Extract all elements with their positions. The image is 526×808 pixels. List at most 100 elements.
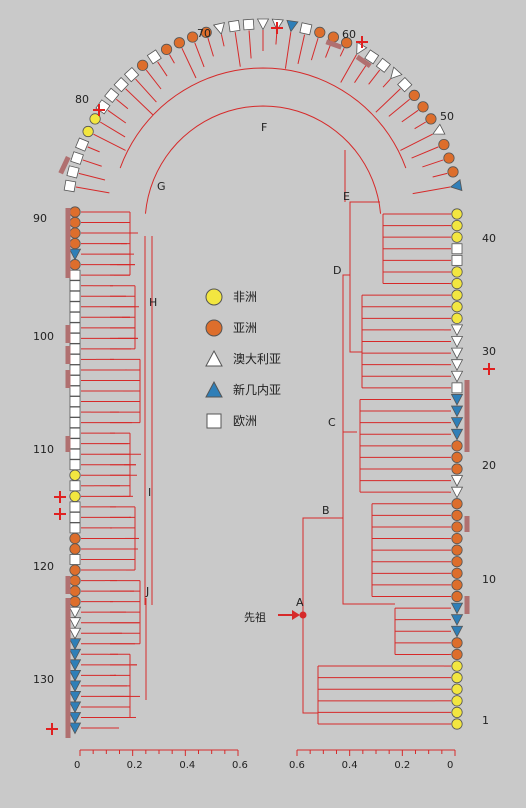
left-axis-tick-label: 0 [74,760,80,771]
new-guinea-marker [68,691,82,703]
europe-marker [69,448,81,460]
leaf-index-label: 10 [482,573,496,586]
node-label: C [328,416,336,429]
australia-marker [390,66,403,80]
africa-marker [451,706,463,719]
europe-marker [69,396,81,407]
europe-marker [397,76,413,93]
asia-marker [69,564,81,576]
australia-marker [450,486,464,499]
asia-marker [69,543,81,555]
node-d-branch [349,275,362,353]
left-axis-tick-label: 0.4 [179,760,195,771]
leaf-index-label: 90 [33,212,47,225]
asia-marker [69,585,81,597]
asia-marker [451,590,463,603]
node-label: E [343,190,350,203]
highlight-bar [65,598,71,738]
arc-leaf-branch [234,31,241,67]
asia-marker [451,498,463,510]
new-guinea-marker [68,712,82,724]
asia-marker [69,237,81,250]
legend-label: 亚洲 [233,321,257,335]
legend-label: 新几内亚 [233,382,281,397]
europe-marker [69,438,81,450]
africa-marker [69,469,81,481]
arc-sub-branch [119,67,407,169]
asia-marker [451,532,463,545]
highlight-bar [464,380,470,440]
europe-marker [69,280,81,292]
europe-marker [63,179,77,193]
europe-marker [113,76,129,93]
europe-marker [69,301,81,313]
new-guinea-marker [450,625,464,638]
arc-leaf-branch [99,121,126,138]
europe-marker [69,269,81,281]
europe-marker [451,382,463,394]
arc-leaf-branch [414,121,427,130]
europe-marker [451,254,463,266]
legend-swatch [205,288,223,306]
asia-marker [69,574,81,587]
ancestor-node [299,611,307,619]
highlight-bar [65,346,71,364]
asia-marker [451,556,463,568]
asia-marker [451,637,463,649]
arc-leaf-branch [87,146,100,153]
highlight-bar [464,596,470,614]
highlight-bar [355,54,372,69]
new-guinea-marker [68,701,82,714]
europe-marker [69,364,81,376]
australia-marker [450,475,464,487]
left-axis-tick-label: 0.2 [127,760,143,771]
australia-marker [450,370,464,383]
highlight-bar [58,155,71,175]
europe-marker [69,375,81,386]
highlight-bar [65,576,71,594]
new-guinea-marker [450,428,464,441]
asia-marker [69,259,81,271]
leaf-index-label: 80 [75,93,89,106]
europe-marker [69,290,81,302]
africa-marker [451,231,463,243]
asia-marker [451,579,463,591]
arc-leaf-branch [181,47,197,79]
new-guinea-marker [68,648,82,661]
australia-marker [450,359,464,372]
arc-leaf-branch [248,30,252,59]
europe-marker [75,137,90,152]
europe-marker [299,22,313,36]
legend-swatch [206,413,222,429]
arc-leaf-branch [157,61,168,77]
arc-leaf-branch [388,98,410,117]
africa-marker [451,695,463,707]
arc-leaf-branch [400,133,433,151]
asia-marker [451,451,463,464]
highlight-bar [65,208,71,278]
node-label: F [261,121,267,134]
europe-marker [66,165,80,179]
asia-marker [438,138,450,151]
leaf-index-label: 40 [482,232,496,245]
australia-marker [256,18,270,31]
arc-leaf-branch [339,47,345,57]
asia-marker [451,544,463,556]
asia-marker [451,509,463,521]
legend-swatch [205,319,223,337]
asia-marker [69,206,81,218]
new-guinea-marker [68,248,82,261]
highlight-bar [65,436,71,452]
africa-marker [82,125,94,138]
africa-marker [451,312,463,324]
europe-marker [69,311,81,323]
europe-marker [364,49,380,65]
ancestor-label: 先祖 [244,610,266,624]
asia-marker [69,216,81,229]
europe-marker [69,385,81,397]
node-label: H [149,296,157,309]
legend-swatch [205,380,223,398]
africa-marker [451,683,463,695]
highlight-bar [325,39,343,50]
